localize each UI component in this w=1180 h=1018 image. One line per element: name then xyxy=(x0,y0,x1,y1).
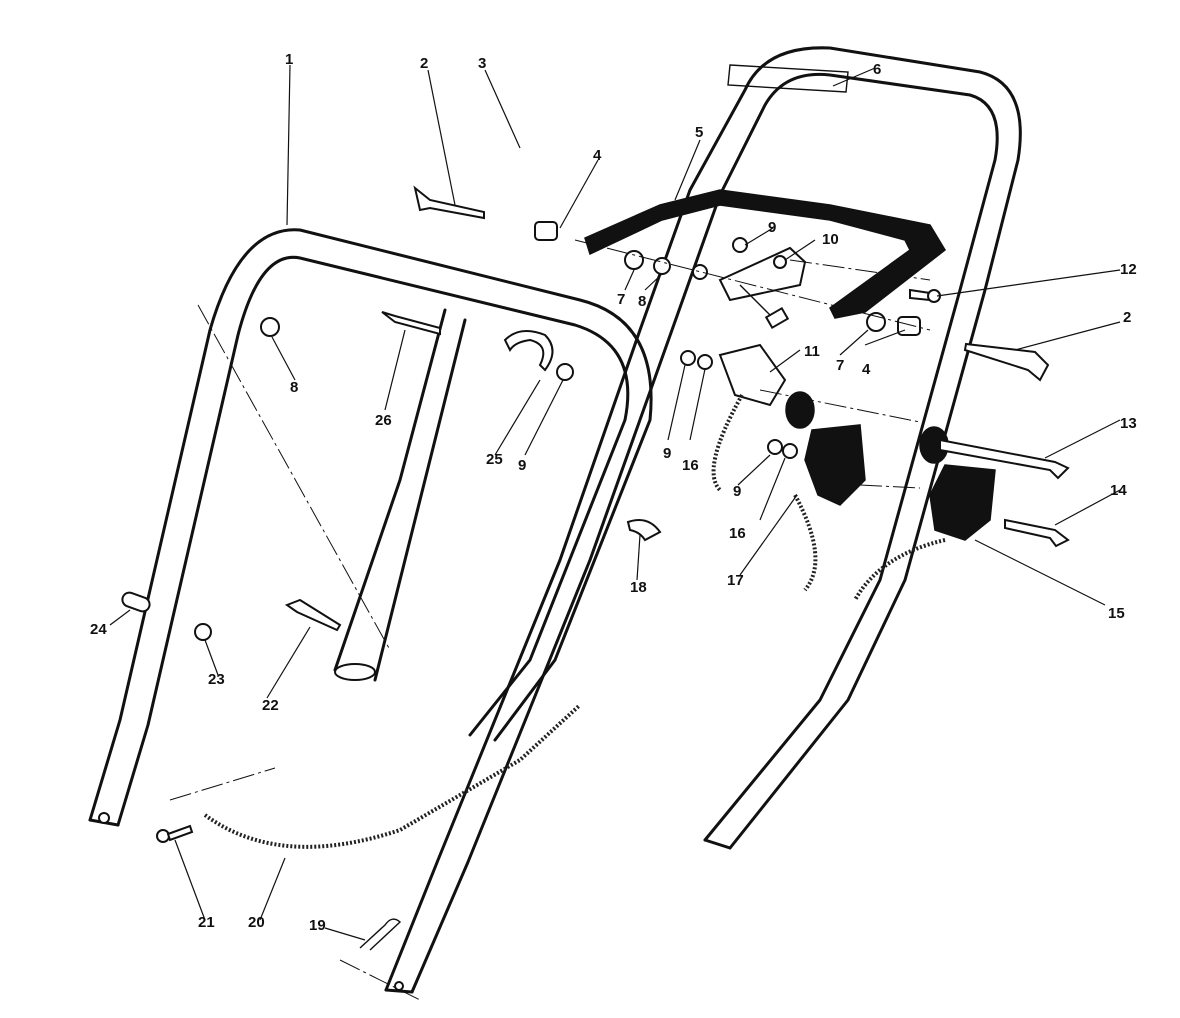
callout-2: 2 xyxy=(420,55,428,72)
callout-9: 9 xyxy=(518,457,526,474)
alignment-lines xyxy=(169,239,931,1001)
callout-16: 16 xyxy=(682,457,699,474)
control-lever-left xyxy=(785,391,866,506)
callout-26: 26 xyxy=(375,412,392,429)
callout-18: 18 xyxy=(630,579,647,596)
callout-16: 16 xyxy=(729,525,746,542)
callout-14: 14 xyxy=(1110,482,1127,499)
control-bail xyxy=(584,189,946,319)
callout-8: 8 xyxy=(638,293,646,310)
callout-19: 19 xyxy=(309,917,326,934)
callout-10: 10 xyxy=(822,231,839,248)
callout-24: 24 xyxy=(90,621,107,638)
callout-9: 9 xyxy=(768,219,776,236)
callout-6: 6 xyxy=(873,61,881,78)
callout-5: 5 xyxy=(695,124,703,141)
callout-20: 20 xyxy=(248,914,265,931)
callout-4: 4 xyxy=(593,147,602,164)
callout-8: 8 xyxy=(290,379,298,396)
callout-22: 22 xyxy=(262,697,279,714)
callout-23: 23 xyxy=(208,671,225,688)
callout-13: 13 xyxy=(1120,415,1137,432)
callout-17: 17 xyxy=(727,572,744,589)
upper-handle xyxy=(384,46,1022,994)
callout-12: 12 xyxy=(1120,261,1137,278)
callout-9: 9 xyxy=(733,483,741,500)
callout-2: 2 xyxy=(1123,309,1131,326)
callout-1: 1 xyxy=(285,51,293,68)
callout-15: 15 xyxy=(1108,605,1125,622)
fasteners xyxy=(121,185,1070,951)
switch-box xyxy=(718,306,790,407)
callout-4: 4 xyxy=(862,361,871,378)
handle-bolt-hole xyxy=(394,981,404,991)
callout-11: 11 xyxy=(804,343,820,360)
control-cables xyxy=(203,394,946,849)
leader-lines xyxy=(109,64,1121,941)
callout-21: 21 xyxy=(198,914,215,931)
callout-3: 3 xyxy=(478,55,486,72)
callout-7: 7 xyxy=(836,357,844,374)
handle-tube-end xyxy=(334,663,376,681)
lower-handle-hole xyxy=(98,812,110,824)
control-lever-right xyxy=(919,426,996,541)
lower-handle xyxy=(88,228,653,827)
bracket xyxy=(718,246,807,321)
handle-grip-label xyxy=(727,64,849,93)
callout-labels: 1 2 2 3 4 4 5 6 7 7 8 8 9 9 9 9 10 11 12… xyxy=(90,51,1137,934)
callout-9: 9 xyxy=(663,445,671,462)
callout-7: 7 xyxy=(617,291,625,308)
callout-25: 25 xyxy=(486,451,503,468)
